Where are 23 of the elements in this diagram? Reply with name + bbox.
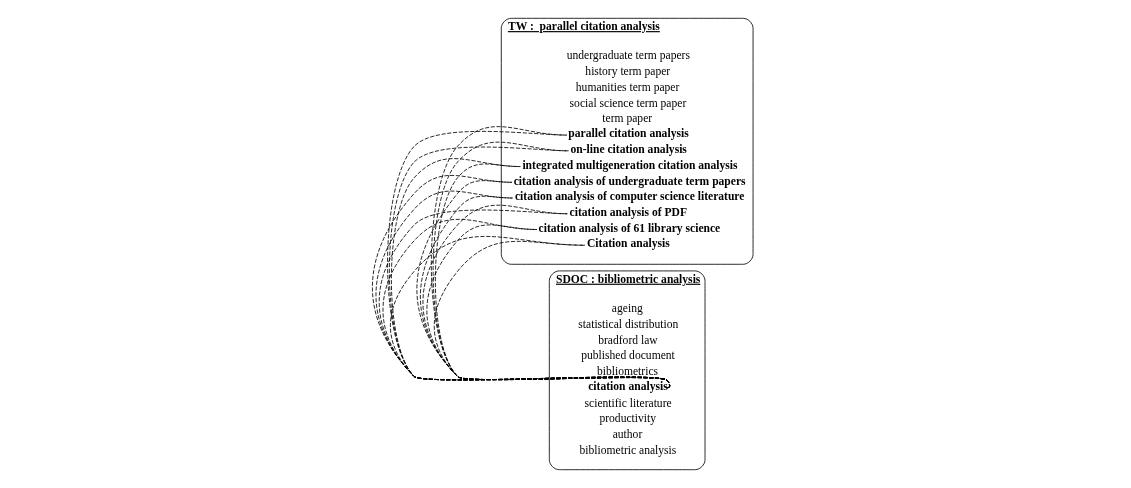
node-text: scientific literature — [584, 396, 672, 410]
node-text: parallel citation analysis — [567, 127, 689, 141]
node-text: humanities term paper — [575, 80, 679, 94]
node-text: integrated multigeneration citation analysis — [521, 158, 738, 172]
node-text: ageing — [611, 302, 643, 316]
node-text: citation analysis of computer science literature — [514, 190, 744, 204]
node-text: social science term paper — [569, 96, 686, 110]
node-text: history term paper — [584, 65, 670, 79]
node-text: citation analysis of PDF — [569, 206, 687, 220]
node-text: bibliometrics — [596, 365, 658, 379]
node-text: citation analysis of 61 library science — [538, 221, 720, 235]
node-text: citation analysis of undergraduate term papers — [513, 174, 746, 188]
node-text: bradford law — [597, 333, 658, 347]
node-text: bibliometric analysis — [579, 443, 676, 457]
node-text: author — [612, 427, 642, 441]
node-text: Citation analysis — [586, 237, 670, 251]
node-text: undergraduate term papers — [566, 49, 690, 63]
node-text: term paper — [601, 112, 652, 126]
node-text: statistical distribution — [577, 317, 678, 331]
node-text: on-line citation analysis — [569, 143, 687, 157]
node-text: published document — [580, 349, 675, 363]
node-text: productivity — [598, 412, 656, 426]
node-text: citation analysis — [587, 379, 668, 393]
